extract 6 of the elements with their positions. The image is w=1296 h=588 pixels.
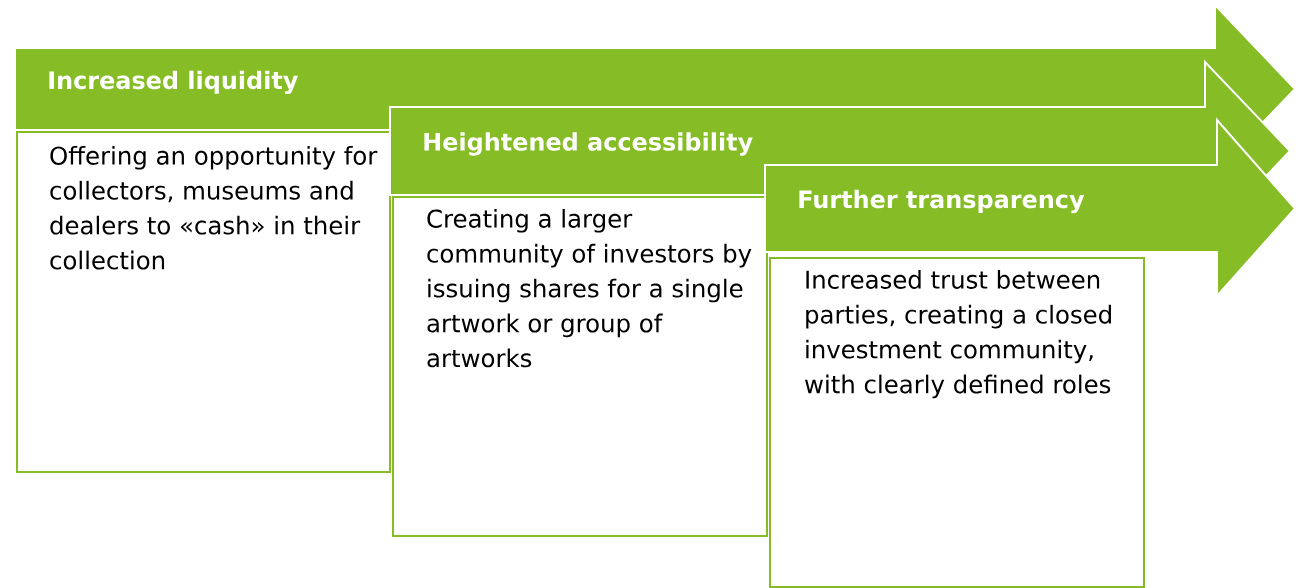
- node-label: Increased liquidity: [49, 70, 298, 95]
- text-box: Creating a larger community of investors by issuing shares for a single artwork or group of artworks: [392, 196, 768, 537]
- text-box: Offering an opportunity for collectors, museums and dealers to «cash» in their collection: [16, 131, 391, 473]
- node-label: Heightened accessibility: [424, 132, 753, 156]
- node-label: Further transparency: [799, 189, 1085, 214]
- text-box: Increased trust between parties, creating a closed investment community, with clearly defined roles: [769, 257, 1145, 588]
